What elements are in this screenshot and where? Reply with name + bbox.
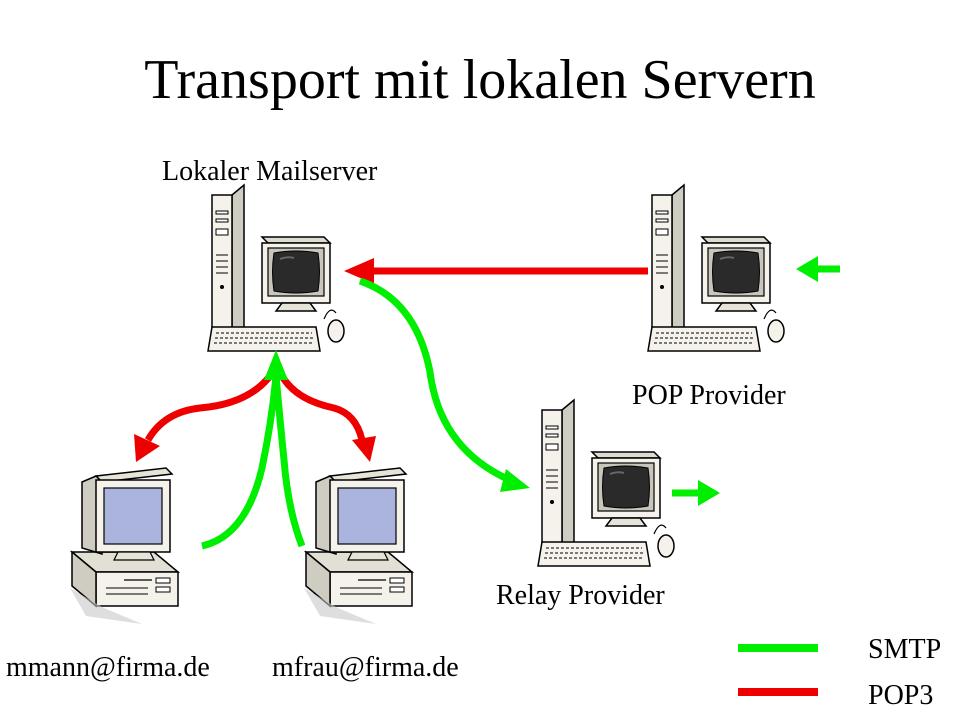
local-mailserver-icon: [207, 184, 345, 352]
smtp-arrowhead-relay: [500, 469, 530, 492]
pop-provider-server-icon: [647, 184, 785, 352]
smtp-arrow-server-to-relay: [358, 277, 514, 485]
label-pop-provider: POP Provider: [632, 380, 786, 411]
pop3-arrowhead-client-2: [352, 436, 376, 462]
pop3-arrow-server-to-client-1: [144, 373, 273, 442]
label-client-mfrau: mfrau@firma.de: [272, 652, 459, 683]
page-title: Transport mit lokalen Servern: [144, 49, 816, 111]
legend-smtp-label: SMTP: [868, 634, 942, 665]
legend-pop3-label: POP3: [868, 680, 934, 711]
label-client-mmann: mmann@firma.de: [6, 652, 210, 683]
smtp-outgoing-arrowhead: [698, 480, 720, 506]
smtp-arrow-client-2-to-server: [272, 375, 306, 548]
client-mfrau-computer-icon: [303, 467, 413, 625]
label-relay-provider: Relay Provider: [496, 580, 665, 611]
client-mmann-computer-icon: [69, 467, 179, 625]
relay-provider-server-icon: [537, 399, 675, 567]
pop3-arrowhead-client-1: [134, 434, 160, 462]
label-local-mailserver: Lokaler Mailserver: [162, 156, 378, 187]
smtp-arrow-client-1-to-server: [201, 375, 280, 550]
pop3-arrow-server-to-client-2: [278, 374, 366, 441]
smtp-incoming-arrowhead: [796, 256, 818, 282]
smtp-arrowhead-server: [264, 350, 288, 380]
pop3-arrowhead-server: [344, 258, 374, 284]
